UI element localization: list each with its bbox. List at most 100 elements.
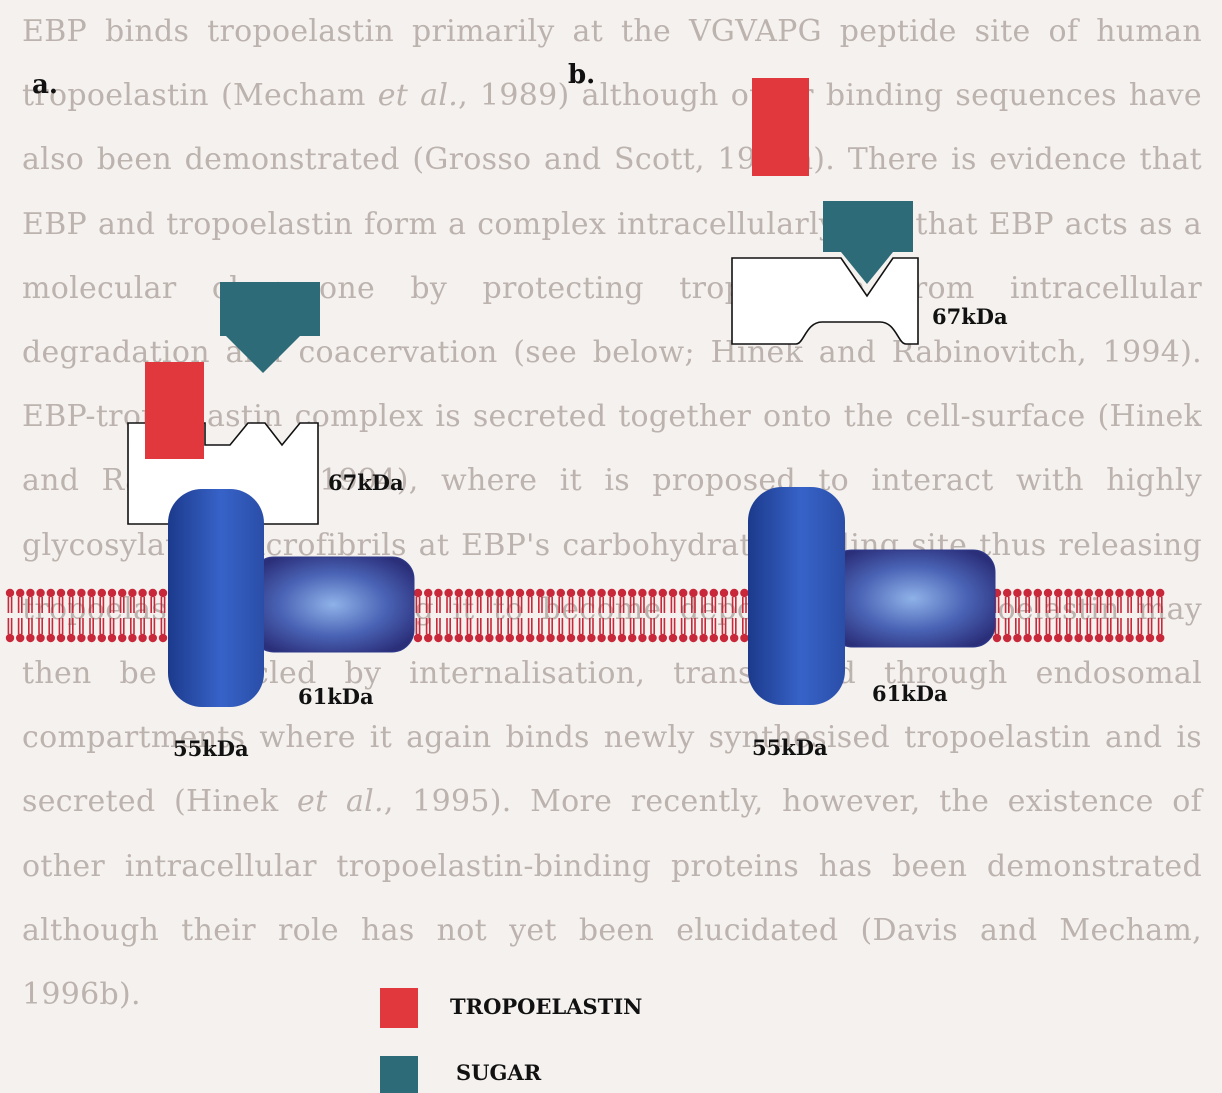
lipid-outer: [730, 589, 738, 613]
legend-sugar-label: SUGAR: [456, 1060, 541, 1085]
panel-b-55kda-label: 55kDa: [752, 735, 828, 760]
lipid-inner: [1044, 618, 1052, 642]
lipid-outer: [149, 589, 157, 613]
lipid-outer: [557, 589, 565, 613]
lipid-outer: [138, 589, 146, 613]
panel-a-67kda-label: 67kDa: [328, 470, 404, 495]
lipid-inner: [108, 618, 116, 642]
lipid-inner: [1023, 618, 1031, 642]
panel-a-61kda-label: 61kDa: [298, 684, 374, 709]
lipid-inner: [47, 618, 55, 642]
lipid-inner: [434, 618, 442, 642]
lipid-inner: [710, 618, 718, 642]
lipid-outer: [699, 589, 707, 613]
panel-a-55kda-subunit: [168, 489, 264, 707]
lipid-outer: [689, 589, 697, 613]
lipid-outer: [587, 589, 595, 613]
lipid-inner: [506, 618, 514, 642]
lipid-inner: [1074, 618, 1082, 642]
lipid-inner: [118, 618, 126, 642]
lipid-outer: [98, 589, 106, 613]
lipid-inner: [138, 618, 146, 642]
lipid-outer: [679, 589, 687, 613]
lipid-outer: [495, 589, 503, 613]
lipid-outer: [1044, 589, 1052, 613]
lipid-inner: [1064, 618, 1072, 642]
lipid-inner: [516, 618, 524, 642]
legend-tropoelastin-label: TROPOELASTIN: [450, 994, 642, 1019]
lipid-outer: [434, 589, 442, 613]
lipid-outer: [1105, 589, 1113, 613]
lipid-inner: [57, 618, 65, 642]
lipid-inner: [648, 618, 656, 642]
lipid-outer: [618, 589, 626, 613]
lipid-inner: [475, 618, 483, 642]
lipid-outer: [455, 589, 463, 613]
lipid-outer: [669, 589, 677, 613]
panel-b-61kda-subunit: [830, 550, 995, 647]
lipid-outer: [159, 589, 167, 613]
lipid-inner: [495, 618, 503, 642]
lipid-outer: [1003, 589, 1011, 613]
lipid-outer: [475, 589, 483, 613]
panel-a-label: a.: [32, 70, 58, 100]
lipid-outer: [608, 589, 616, 613]
lipid-inner: [546, 618, 554, 642]
lipid-outer: [1115, 589, 1123, 613]
lipid-inner: [618, 618, 626, 642]
lipid-outer: [1013, 589, 1021, 613]
lipid-outer: [1085, 589, 1093, 613]
lipid-inner: [159, 618, 167, 642]
lipid-outer: [485, 589, 493, 613]
lipid-inner: [444, 618, 452, 642]
lipid-inner: [1105, 618, 1113, 642]
lipid-outer: [1054, 589, 1062, 613]
lipid-outer: [740, 589, 748, 613]
lipid-inner: [587, 618, 595, 642]
lipid-inner: [1136, 618, 1144, 642]
lipid-inner: [1156, 618, 1164, 642]
lipid-inner: [557, 618, 565, 642]
lipid-outer: [710, 589, 718, 613]
panel-a-tropoelastin-block: [145, 362, 204, 459]
lipid-inner: [98, 618, 106, 642]
lipid-outer: [628, 589, 636, 613]
lipid-inner: [597, 618, 605, 642]
lipid-inner: [465, 618, 473, 642]
lipid-outer: [128, 589, 136, 613]
lipid-inner: [638, 618, 646, 642]
lipid-outer: [1064, 589, 1072, 613]
lipid-inner: [1115, 618, 1123, 642]
lipid-outer: [16, 589, 24, 613]
lipid-inner: [720, 618, 728, 642]
lipid-inner: [567, 618, 575, 642]
lipid-inner: [67, 618, 75, 642]
lipid-inner: [128, 618, 136, 642]
panel-b-label: b.: [568, 60, 595, 90]
lipid-outer: [1095, 589, 1103, 613]
lipid-inner: [1095, 618, 1103, 642]
lipid-inner: [26, 618, 34, 642]
lipid-inner: [679, 618, 687, 642]
lipid-outer: [648, 589, 656, 613]
lipid-outer: [57, 589, 65, 613]
lipid-outer: [77, 589, 85, 613]
lipid-outer: [465, 589, 473, 613]
lipid-inner: [1013, 618, 1021, 642]
lipid-inner: [699, 618, 707, 642]
lipid-outer: [67, 589, 75, 613]
lipid-outer: [118, 589, 126, 613]
lipid-inner: [16, 618, 24, 642]
panel-b-67kda-label: 67kDa: [932, 304, 1008, 329]
lipid-outer: [638, 589, 646, 613]
lipid-inner: [689, 618, 697, 642]
panel-b-complex: [732, 78, 995, 705]
lipid-outer: [26, 589, 34, 613]
lipid-inner: [526, 618, 534, 642]
lipid-inner: [36, 618, 44, 642]
lipid-outer: [720, 589, 728, 613]
lipid-inner: [455, 618, 463, 642]
lipid-inner: [1034, 618, 1042, 642]
lipid-inner: [730, 618, 738, 642]
